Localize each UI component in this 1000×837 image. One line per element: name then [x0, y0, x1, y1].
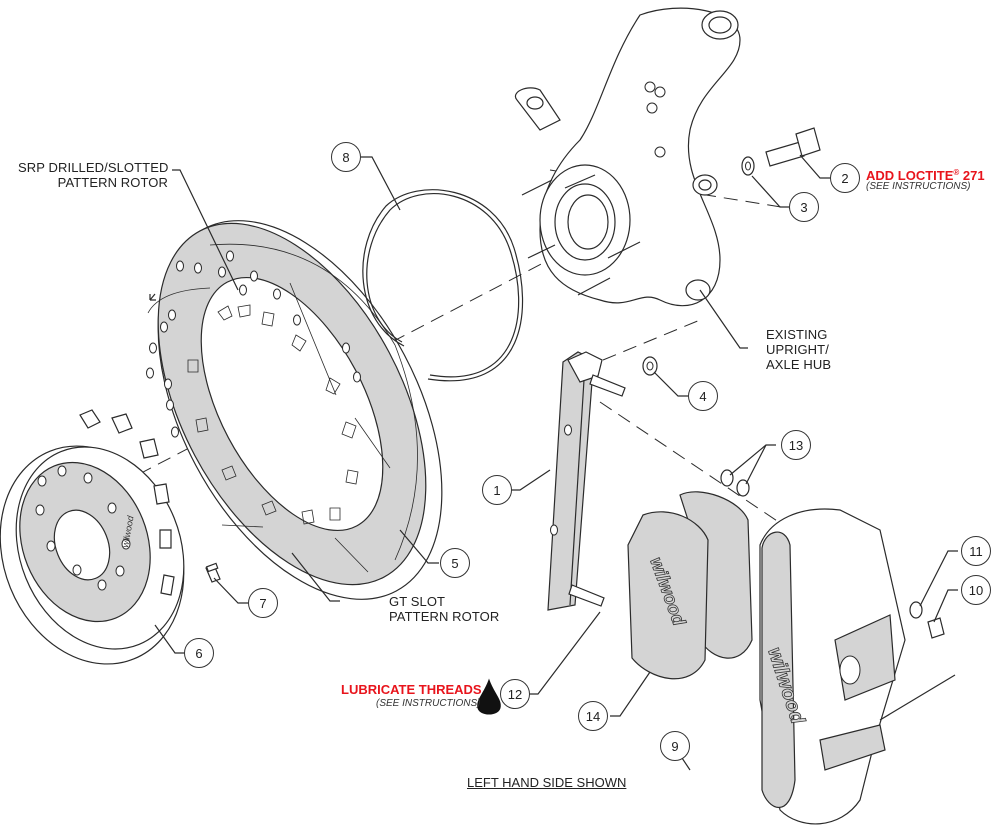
- loctite-note-sub: (SEE INSTRUCTIONS): [866, 181, 971, 192]
- label-existing-hub-line3: AXLE HUB: [766, 357, 832, 372]
- caliper-bracket: [547, 351, 626, 611]
- bracket-bolt: [765, 127, 821, 167]
- caliper: wilwood: [759, 508, 956, 825]
- callout-2: 2: [830, 163, 860, 193]
- callout-5: 5: [440, 548, 470, 578]
- rotation-arrow-icon: [149, 293, 156, 301]
- spacer-washer-hole: [646, 361, 654, 371]
- rotor-slots: [147, 282, 391, 573]
- callout-9: 9: [660, 731, 690, 761]
- callout-7: 7: [248, 588, 278, 618]
- loctite-note-grade: 271: [959, 168, 985, 183]
- label-srp-rotor-line2: PATTERN ROTOR: [57, 175, 168, 190]
- callout-14: 14: [578, 701, 608, 731]
- lubricate-note-sub: (SEE INSTRUCTIONS): [376, 698, 481, 709]
- oil-drop-icon: [477, 678, 501, 715]
- callout-8: 8: [331, 142, 361, 172]
- retaining-ring: [362, 189, 524, 382]
- callout-1: 1: [482, 475, 512, 505]
- label-existing-hub: EXISTING UPRIGHT/ AXLE HUB: [766, 327, 831, 372]
- assembly-axis-lines: [79, 169, 881, 591]
- label-gt-rotor: GT SLOT PATTERN ROTOR: [389, 594, 499, 624]
- callout-4: 4: [688, 381, 718, 411]
- orientation-note: LEFT HAND SIDE SHOWN: [467, 775, 627, 790]
- rotor-drill-holes: [146, 250, 361, 438]
- label-gt-rotor-line2: PATTERN ROTOR: [389, 609, 500, 624]
- hat-tabs: [79, 409, 175, 596]
- existing-upright-hub: [514, 7, 741, 307]
- brake-pads: wilwood: [627, 491, 753, 680]
- callout-13: 13: [781, 430, 811, 460]
- callout-11: 11: [961, 536, 991, 566]
- lubricate-note: LUBRICATE THREADS: [341, 682, 482, 697]
- caliper-washer: [909, 601, 923, 619]
- label-srp-rotor-line1: SRP DRILLED/SLOTTED: [18, 160, 169, 175]
- callout-6: 6: [184, 638, 214, 668]
- hat-bolt-holes: [35, 465, 131, 591]
- caliper-nut: [927, 617, 945, 639]
- loctite-note-text: ADD LOCTITE: [866, 168, 954, 183]
- label-gt-rotor-line1: GT SLOT: [389, 594, 446, 609]
- bolt-washer-hole: [745, 161, 751, 171]
- label-existing-hub-line1: EXISTING: [766, 327, 828, 342]
- loctite-note: ADD LOCTITE® 271: [866, 166, 985, 183]
- rotor-bolt: [205, 562, 221, 583]
- label-srp-rotor: SRP DRILLED/SLOTTED PATTERN ROTOR: [18, 160, 168, 190]
- callout-10: 10: [961, 575, 991, 605]
- rotor-hat: wilwood: [0, 409, 185, 665]
- label-existing-hub-line2: UPRIGHT/: [766, 342, 829, 357]
- shim-washer-a: [720, 469, 734, 487]
- wheel-studs: [521, 174, 641, 296]
- registered-mark: ®: [953, 168, 960, 177]
- rotor-inner-lugs: [187, 304, 359, 525]
- callout-3: 3: [789, 192, 819, 222]
- leader-lines: [154, 154, 958, 771]
- brake-rotor: [146, 220, 443, 600]
- callout-12: 12: [500, 679, 530, 709]
